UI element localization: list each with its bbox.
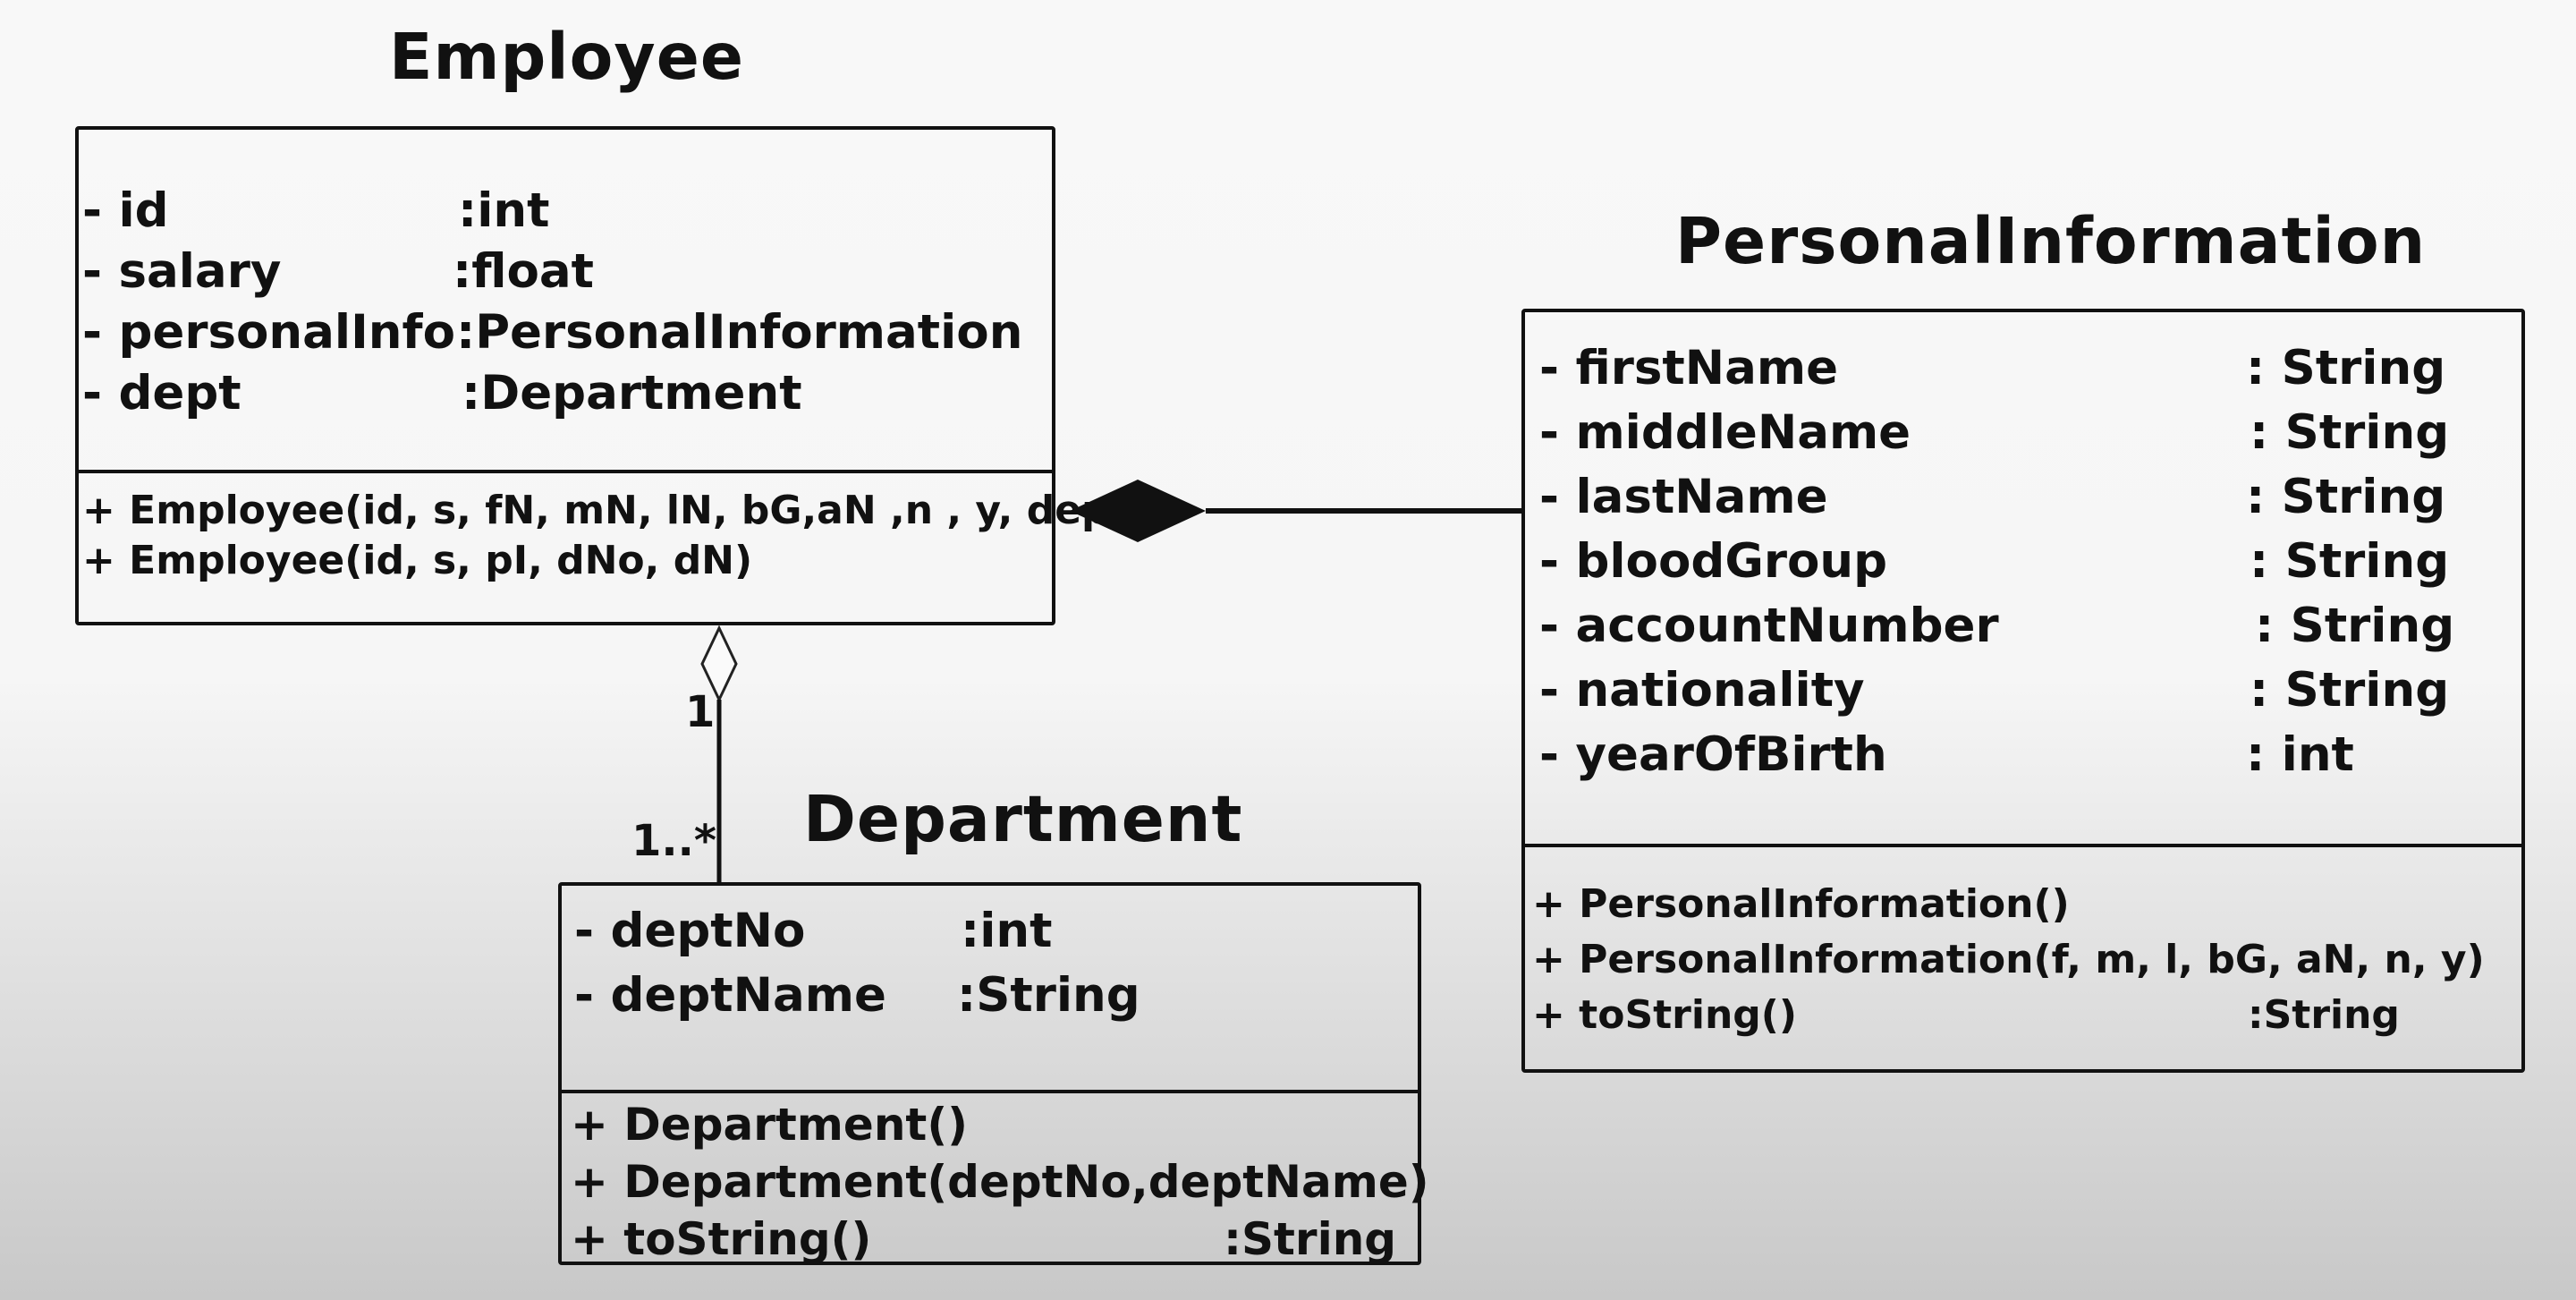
- method-type: :String: [2248, 992, 2400, 1038]
- method-name: + PersonalInformation(f, m, l, bG, aN, n…: [1532, 937, 2485, 982]
- personal-information-class-title: PersonalInformation: [1675, 204, 2427, 278]
- attribute-type: :PersonalInformation: [456, 305, 1023, 360]
- composition-relationship: [1070, 480, 1523, 542]
- attribute-name: - firstName: [1539, 341, 1839, 395]
- personal-information-methods-divider: [1525, 844, 2521, 847]
- employee-class-box: - id :int - salary :float - personalInfo…: [75, 126, 1147, 625]
- department-class-box: - deptNo :int - deptName :String + Depar…: [558, 882, 1429, 1265]
- aggregation-relationship: [700, 625, 738, 884]
- attribute-name: - id: [82, 183, 169, 238]
- attribute-type: : String: [2250, 405, 2450, 460]
- attribute-type: :Department: [462, 366, 802, 421]
- employee-class-title: Employee: [389, 20, 745, 94]
- method-name: + Department(deptNo,deptName): [571, 1156, 1429, 1208]
- attribute-name: - yearOfBirth: [1539, 727, 1887, 782]
- method-name: + PersonalInformation(): [1532, 881, 2070, 927]
- attribute-type: : String: [2246, 341, 2446, 395]
- method-type: :String: [1224, 1213, 1397, 1265]
- attribute-type: : String: [2246, 470, 2446, 524]
- attribute-name: - personalInfo: [82, 305, 456, 360]
- attribute-type: : int: [2246, 727, 2354, 782]
- aggregation-multiplicity-part: 1..*: [631, 816, 716, 866]
- attribute-name: - bloodGroup: [1539, 534, 1888, 589]
- attribute-type: :float: [453, 244, 594, 299]
- attribute-name: - dept: [82, 366, 242, 421]
- attribute-type: :String: [957, 968, 1140, 1023]
- method-name: + toString(): [1532, 992, 1797, 1038]
- method-name: + Department(): [571, 1099, 969, 1151]
- attribute-name: - accountNumber: [1539, 599, 1999, 653]
- employee-methods-divider: [79, 470, 1052, 473]
- attribute-name: - middleName: [1539, 405, 1911, 460]
- attribute-name: - deptName: [574, 968, 886, 1023]
- attribute-type: :int: [458, 183, 550, 238]
- department-class-title: Department: [803, 782, 1243, 856]
- attribute-type: : String: [2250, 663, 2450, 718]
- employee-method-constructor-short: + Employee(id, s, pI, dNo, dN): [82, 538, 753, 583]
- attribute-name: - salary: [82, 244, 282, 299]
- aggregation-multiplicity-whole: 1: [685, 687, 716, 737]
- attribute-type: :int: [961, 904, 1053, 958]
- method-name: + toString(): [571, 1213, 872, 1265]
- attribute-name: - deptNo: [574, 904, 806, 958]
- attribute-name: - lastName: [1539, 470, 1828, 524]
- attribute-type: : String: [2255, 599, 2455, 653]
- attribute-name: - nationality: [1539, 663, 1865, 718]
- employee-method-constructor-full: + Employee(id, s, fN, mN, lN, bG,aN ,n ,…: [82, 488, 1147, 533]
- department-methods-divider: [562, 1090, 1418, 1093]
- composition-filled-diamond: [1070, 480, 1206, 542]
- personal-information-class-box: - firstName : String - middleName : Stri…: [1521, 309, 2525, 1073]
- attribute-type: : String: [2250, 534, 2450, 589]
